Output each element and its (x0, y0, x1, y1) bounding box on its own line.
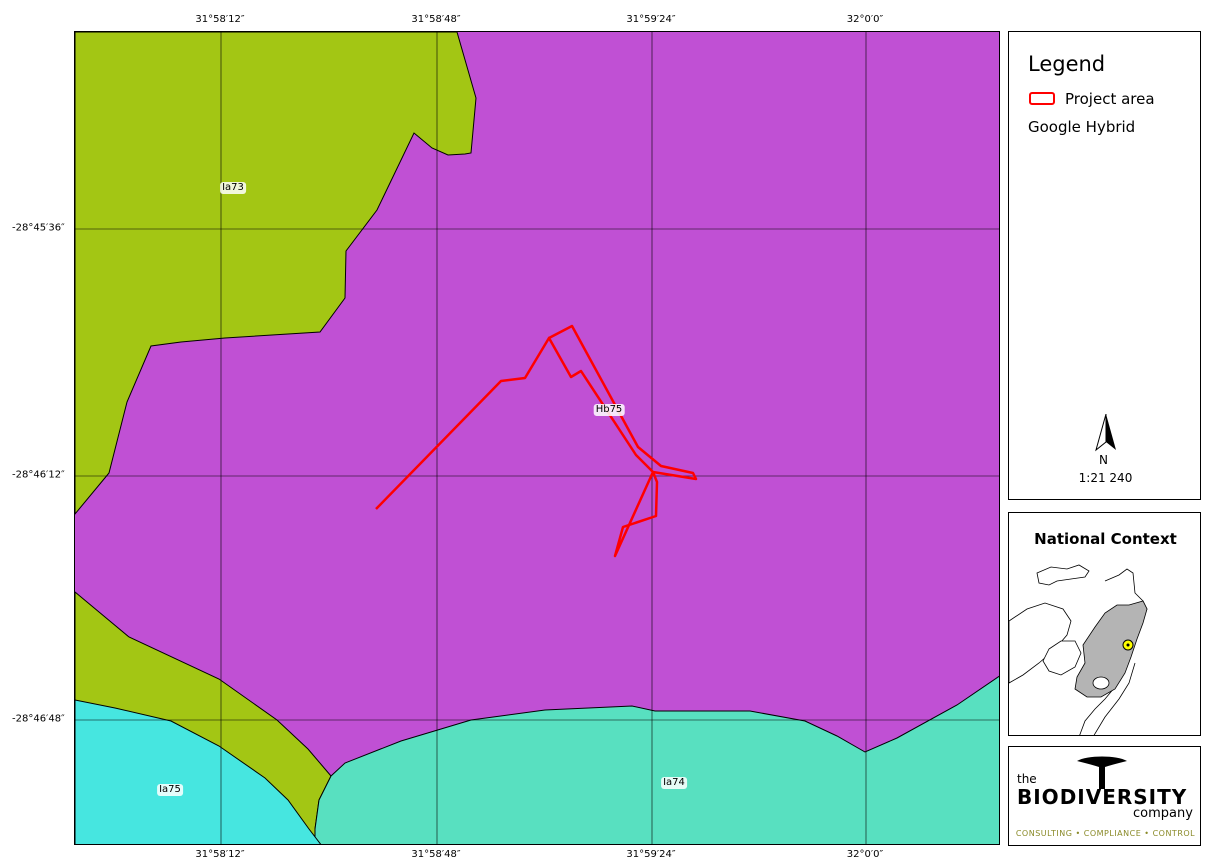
coord-left-2: -28°46′12″ (12, 469, 65, 481)
national-context-map (1009, 564, 1148, 735)
coord-bottom-1: 31°58′12″ (195, 849, 245, 860)
legend-panel: Legend Project area Google Hybrid N 1:21… (1008, 31, 1201, 500)
coord-bottom-4: 32°0′0″ (846, 849, 884, 860)
legend-title: Legend (1028, 52, 1106, 76)
main-map[interactable]: Ia73 Hb75 Ia75 Ia74 (74, 31, 1000, 845)
coord-left-1: -28°45′36″ (12, 222, 65, 234)
coord-top-2: 31°58′48″ (411, 14, 461, 25)
logo-text-biodiversity: BIODIVERSITY (1017, 785, 1188, 809)
logo-text-company: company (1133, 806, 1193, 821)
coord-top-4: 32°0′0″ (846, 14, 884, 25)
zone-ia73-top[interactable] (75, 32, 477, 515)
zone-ia75[interactable] (75, 699, 322, 845)
coord-bottom-2: 31°58′48″ (411, 849, 461, 860)
national-context-title: National Context (1034, 530, 1177, 548)
coord-top-1: 31°58′12″ (195, 14, 245, 25)
zone-label-ia74: Ia74 (661, 777, 687, 789)
zone-label-hb75: Hb75 (593, 404, 625, 416)
legend-item-project-area: Project area (1065, 90, 1155, 108)
map-grid (75, 32, 999, 844)
logo-text-the: the (1017, 772, 1037, 786)
coord-bottom-3: 31°59′24″ (626, 849, 676, 860)
coord-top-3: 31°59′24″ (626, 14, 676, 25)
zone-label-ia75: Ia75 (157, 784, 183, 796)
project-area-outline[interactable] (375, 324, 698, 558)
zone-label-ia73: Ia73 (220, 182, 246, 194)
logo-panel: the BIODIVERSITY company CONSULTING • CO… (1008, 746, 1201, 846)
coord-left-3: -28°46′48″ (12, 713, 65, 725)
baobab-tree-logo-icon (1077, 756, 1127, 789)
map-canvas (75, 32, 999, 845)
national-context-panel: National Context (1008, 512, 1201, 736)
legend-item-google-hybrid: Google Hybrid (1028, 118, 1136, 136)
north-arrow-icon (1095, 414, 1116, 452)
red-outline-rectangle-icon (1029, 92, 1055, 105)
logo-tagline: CONSULTING • COMPLIANCE • CONTROL (1015, 829, 1196, 838)
context-region (1074, 600, 1148, 698)
scale-text: 1:21 240 (1078, 471, 1133, 485)
north-label: N (1099, 453, 1108, 467)
